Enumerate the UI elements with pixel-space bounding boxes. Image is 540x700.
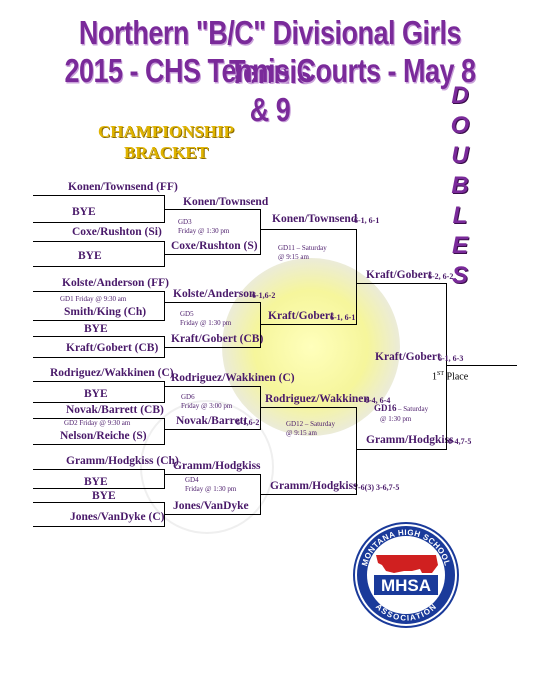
gd11-when: @ 9:15 am <box>278 253 309 261</box>
r1-team-11: Novak/Barrett (CB) <box>66 404 164 416</box>
r1-team-1: Konen/Townsend (FF) <box>68 181 178 193</box>
r1-team-8: Kraft/Gobert (CB) <box>66 342 159 354</box>
tennis-ball-watermark-outline <box>140 400 274 534</box>
r1-team-2: BYE <box>72 206 96 218</box>
r1-team-7: BYE <box>84 323 108 335</box>
r2-team-2: Coxe/Rushton (S) <box>171 240 258 252</box>
gd16-code: GD16 <box>374 403 397 413</box>
bracket-heading: BRACKET <box>124 143 209 162</box>
semi-team-1: Kraft/Gobert <box>366 269 432 281</box>
semi-score-2: 6-4,7-5 <box>448 437 472 446</box>
logo-center-text: MHSA <box>381 576 431 595</box>
r3-score-2: 6-1, 6-1 <box>330 313 356 322</box>
gd2-info: GD2 Friday @ 9:30 am <box>64 419 131 427</box>
gd11-code: GD11 – Saturday <box>278 244 327 252</box>
gd6-code: GD6 <box>181 393 195 401</box>
r1-team-12: Nelson/Reiche (S) <box>60 430 147 442</box>
gd16-day: – Saturday <box>398 405 429 413</box>
mhsa-logo: MONTANA HIGH SCHOOL ASSOCIATION MHSA <box>353 522 459 628</box>
doubles-letter-b: B <box>451 172 469 199</box>
title-line-2: 2015 - CHS Tennis Courts - May 8 & 9 <box>64 52 476 129</box>
gd4-when: Friday @ 1:30 pm <box>185 485 237 493</box>
gd1-info: GD1 Friday @ 9:30 am <box>60 295 127 303</box>
r1-team-6: Smith/King (Ch) <box>64 306 147 318</box>
gd4-code: GD4 <box>185 476 199 484</box>
doubles-letter-d: D <box>451 82 469 109</box>
r3-score-4: 7-6(3) 3-6,7-5 <box>354 483 400 492</box>
gd6-when: Friday @ 3:00 pm <box>181 402 233 410</box>
r2-team-4: Kraft/Gobert (CB) <box>171 333 264 345</box>
gd12-when: @ 9:15 am <box>286 429 317 437</box>
doubles-letter-l: L <box>452 202 468 229</box>
montana-state-icon <box>376 555 438 573</box>
r3-score-3: 6-4, 6-4 <box>365 396 391 405</box>
r1-team-4: BYE <box>78 250 102 262</box>
gd3-code: GD3 <box>178 218 192 226</box>
doubles-letter-s: S <box>451 262 468 289</box>
r3-score-1: 6-1, 6-1 <box>354 216 380 225</box>
doubles-letter-o: O <box>450 112 470 139</box>
r2-team-8: Jones/VanDyke <box>173 500 249 512</box>
r1-team-3: Coxe/Rushton (Si) <box>72 226 162 238</box>
r1-team-9: Rodriguez/Wakkinen (C) <box>50 367 174 379</box>
semi-score-1: 6-2, 6-2 <box>428 272 454 281</box>
champion-team: Kraft/Gobert <box>375 351 441 363</box>
r2-score-6: 6-1,6-2 <box>236 418 260 427</box>
r2-team-1: Konen/Townsend <box>183 196 269 208</box>
gd3-when: Friday @ 1:30 pm <box>178 227 230 235</box>
first-place-label: 1ST Place <box>432 371 469 383</box>
gd5-code: GD5 <box>180 310 194 318</box>
r3-team-4: Gramm/Hodgkiss <box>270 480 358 492</box>
r1-team-16: Jones/VanDyke (C) <box>70 511 165 523</box>
championship-heading: CHAMPIONSHIP <box>98 122 234 141</box>
r3-team-2: Kraft/Gobert <box>268 310 334 322</box>
gd5-when: Friday @ 1:30 pm <box>180 319 232 327</box>
r2-score-3: 6-1,6-2 <box>252 291 276 300</box>
r2-team-7: Gramm/Hodgkiss <box>173 460 261 472</box>
r1-team-10: BYE <box>84 388 108 400</box>
r1-team-13: Gramm/Hodgkiss (Ch) <box>66 455 179 467</box>
gd16-when: @ 1:30 pm <box>380 415 412 423</box>
gd12-code: GD12 – Saturday <box>286 420 335 428</box>
r1-team-14: BYE <box>84 476 108 488</box>
r1-team-15: BYE <box>92 490 116 502</box>
doubles-letter-u: U <box>451 142 469 169</box>
title-line-1: Northern "B/C" Divisional Girls Tennis <box>78 14 462 91</box>
r1-team-5: Kolste/Anderson (FF) <box>62 277 170 289</box>
r2-team-5: Rodriguez/Wakkinen (C) <box>171 372 295 384</box>
r2-team-6: Novak/Barrett <box>176 415 248 427</box>
doubles-letter-e: E <box>451 232 468 259</box>
semi-team-2: Gramm/Hodgkiss <box>366 434 454 446</box>
r2-team-3: Kolste/Anderson <box>173 288 256 300</box>
r3-team-1: Konen/Townsend <box>272 213 358 225</box>
champion-score: 6-1, 6-3 <box>438 354 464 363</box>
r3-team-3: Rodriguez/Wakkinen <box>265 393 370 405</box>
